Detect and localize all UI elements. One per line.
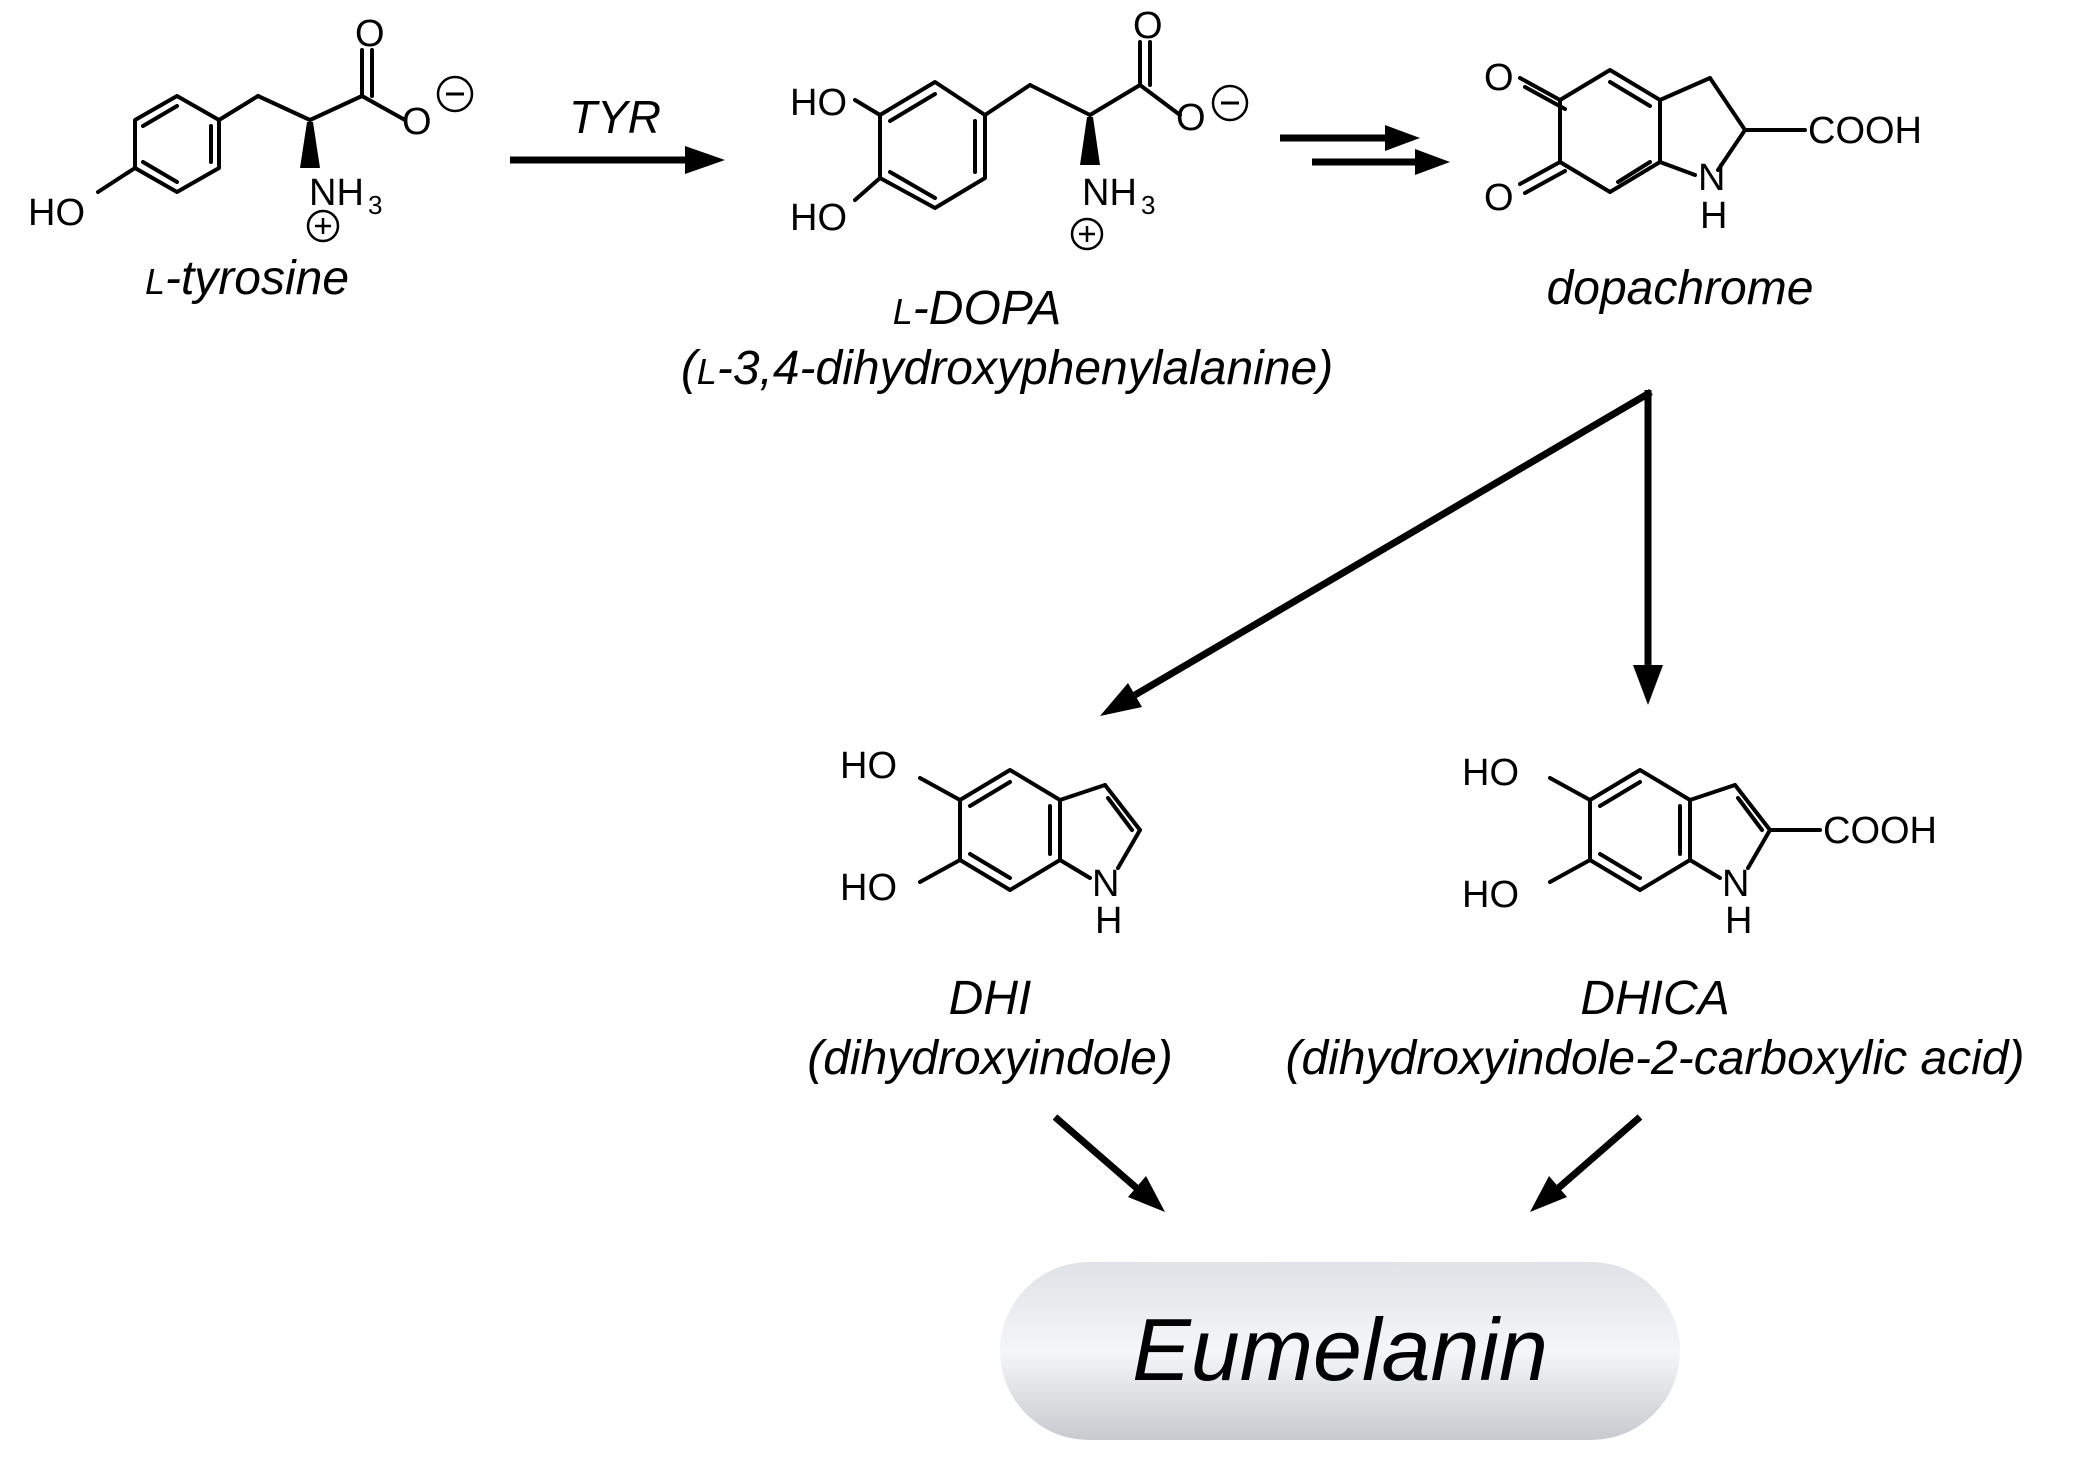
ldopa-nh3-subscript: 3: [1141, 190, 1155, 220]
tyrosine-nh3-label: NH: [309, 172, 364, 214]
dopachrome-cooh-label: COOH: [1808, 110, 1922, 152]
ldopa-full-name-rest: -3,4-dihydroxyphenylalanine): [716, 342, 1334, 395]
dhica-ho-bottom-label: HO: [1462, 874, 1519, 916]
dhi-ho-top-label: HO: [840, 745, 897, 787]
tyr-arrow: [510, 146, 725, 174]
ldopa-plus-charge: [1070, 217, 1104, 251]
dhi-h-label: H: [1095, 900, 1122, 942]
ldopa-name-prefix: L: [892, 291, 913, 332]
dhi-structure: HO HO N H: [840, 745, 1142, 942]
dhi-ho-bottom-label: HO: [840, 867, 897, 909]
ldopa-ho-top-label: HO: [790, 82, 847, 124]
ldopa-full-name-l: L: [696, 351, 717, 392]
dhica-full-name: (dihydroxyindole-2-carboxylic acid): [1285, 1032, 2025, 1085]
dhica-n-label: N: [1722, 863, 1749, 905]
dopachrome-structure: O O N H COOH: [1484, 57, 1922, 237]
ldopa-name: L-DOPA: [893, 282, 1061, 339]
tyrosine-ho-label: HO: [28, 192, 85, 234]
dhica-h-label: H: [1725, 900, 1752, 942]
ldopa-minus-charge: [1211, 84, 1249, 122]
tyrosine-name-prefix: L: [144, 261, 165, 302]
dopachrome-o-top: O: [1484, 57, 1514, 99]
multistep-arrow: [1280, 125, 1450, 175]
ldopa-structure: HO HO O O NH 3: [790, 5, 1249, 251]
dopachrome-n-label: N: [1698, 157, 1725, 199]
tyr-enzyme-label: TYR: [569, 91, 661, 143]
tyrosine-nh3-subscript: 3: [368, 190, 382, 220]
tyrosine-name-rest: -tyrosine: [164, 252, 350, 305]
branch-arrows: [1100, 388, 1663, 716]
tyrosine-plus-charge: [306, 209, 340, 243]
dhi-full-name: (dihydroxyindole): [807, 1032, 1173, 1085]
dhica-structure: HO HO N H COOH: [1462, 752, 1937, 942]
eumelanin-label: Eumelanin: [1132, 1300, 1548, 1399]
ldopa-anion-o: O: [1176, 97, 1206, 139]
tyrosine-anion-o: O: [402, 101, 432, 143]
dopachrome-o-bottom: O: [1484, 177, 1514, 219]
ldopa-nh3-label: NH: [1082, 172, 1137, 214]
ldopa-carbonyl-o: O: [1133, 5, 1163, 47]
arrows-to-eumelanin: [1052, 1114, 1643, 1212]
tyrosine-structure: HO O O NH 3: [28, 13, 474, 243]
dhi-name: DHI: [948, 972, 1032, 1025]
eumelanin-pill: [1000, 1262, 1680, 1440]
dhica-cooh-label: COOH: [1823, 810, 1937, 852]
ldopa-full-name-open: (: [680, 342, 697, 395]
dopachrome-h-label: H: [1700, 195, 1727, 237]
tyrosine-minus-charge: [436, 75, 474, 113]
ldopa-ho-bottom-label: HO: [790, 197, 847, 239]
dhica-name: DHICA: [1580, 972, 1730, 1025]
ldopa-name-rest: -DOPA: [912, 282, 1062, 335]
tyrosine-name: L-tyrosine: [145, 252, 349, 309]
dopachrome-name: dopachrome: [1546, 262, 1814, 315]
tyrosine-carbonyl-o: O: [355, 13, 385, 55]
ldopa-full-name: (L-3,4-dihydroxyphenylalanine): [681, 342, 1333, 399]
dhica-ho-top-label: HO: [1462, 752, 1519, 794]
dhi-n-label: N: [1092, 863, 1119, 905]
